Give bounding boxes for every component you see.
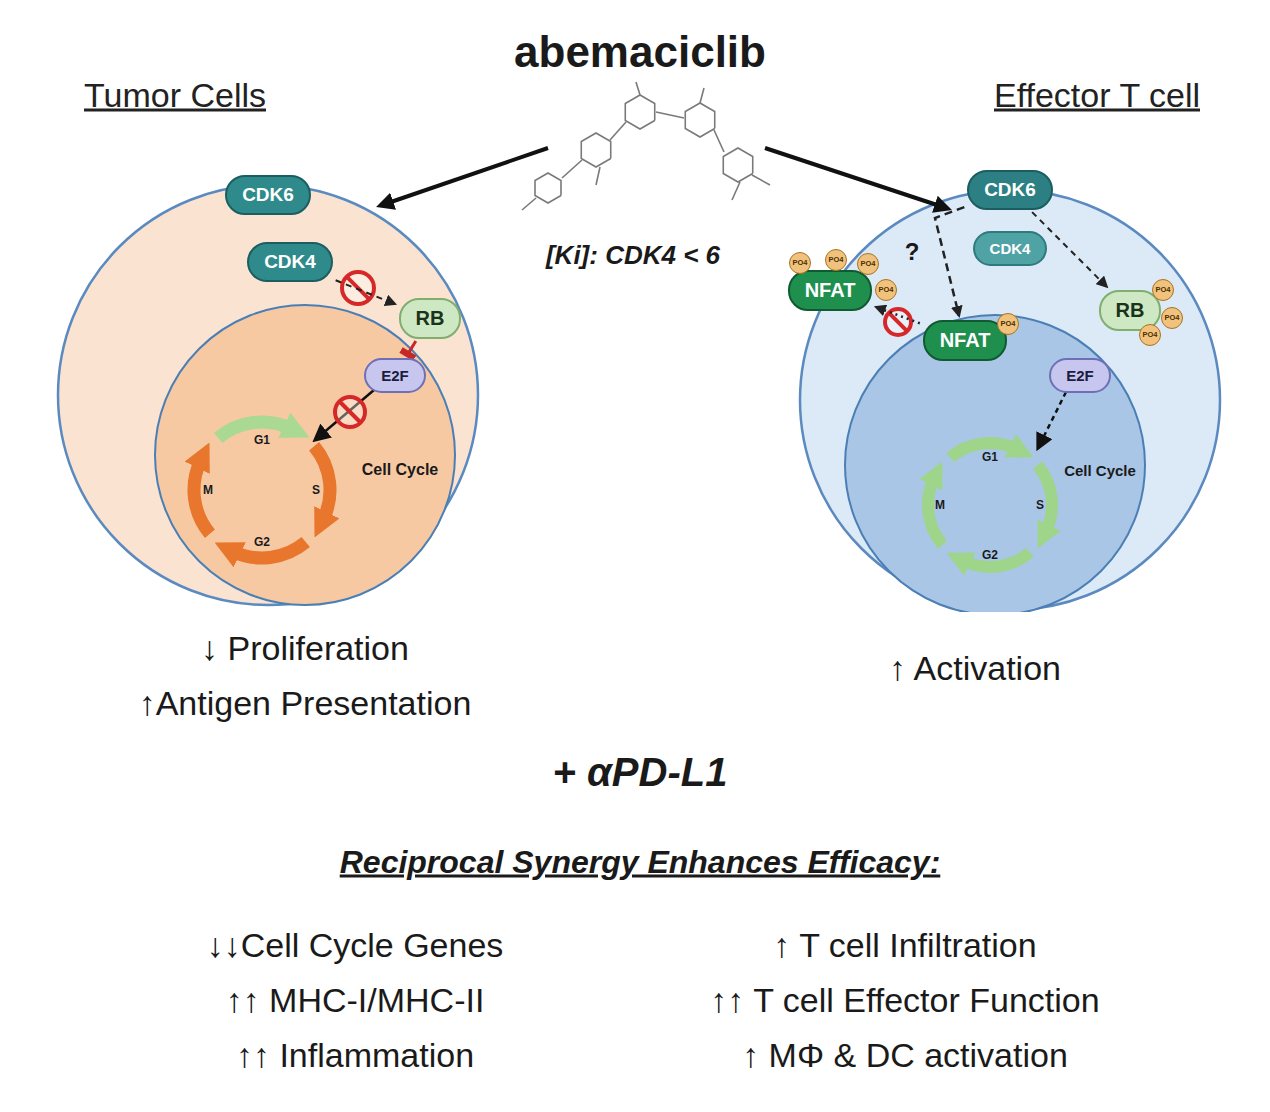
- protein-box: E2F: [364, 358, 426, 393]
- protein-box: E2F: [1049, 358, 1111, 393]
- activation-arrow: [1042, 392, 1066, 440]
- effect-text: ↑↑ MHC-I/MHC-II: [226, 981, 485, 1020]
- protein-name: RB: [416, 307, 445, 330]
- connector: [935, 207, 964, 316]
- chemical-structure: [522, 82, 770, 210]
- effect-text: ↓↓Cell Cycle Genes: [207, 926, 504, 965]
- bond: [636, 82, 640, 95]
- ki-note: [Ki]: CDK4 < 6: [546, 240, 720, 271]
- protein-name: RB: [1116, 299, 1145, 322]
- protein-name: E2F: [1066, 367, 1094, 384]
- effect-text: ↑Antigen Presentation: [139, 684, 472, 723]
- phosphate-tag: PO4: [875, 279, 897, 301]
- phase-label: M: [935, 498, 945, 512]
- connector: [1032, 212, 1107, 287]
- protein-box: RB: [399, 298, 462, 339]
- phosphate-tag: PO4: [825, 249, 847, 271]
- ring: [723, 148, 752, 182]
- phosphate-tag: PO4: [789, 252, 811, 274]
- effect-text: ↓ Proliferation: [201, 629, 409, 668]
- connector: [876, 307, 920, 323]
- protein-name: E2F: [381, 367, 409, 384]
- cycle-label: Cell Cycle: [1064, 462, 1136, 479]
- ring: [581, 133, 610, 167]
- bond: [732, 182, 740, 200]
- phosphate-tag: PO4: [857, 253, 879, 275]
- phosphate-tag: PO4: [1139, 324, 1161, 346]
- protein-name: NFAT: [940, 329, 991, 352]
- phosphate-tag: PO4: [1161, 307, 1183, 329]
- connector: [336, 280, 395, 304]
- phase-label: G2: [982, 548, 998, 562]
- effect-text: ↑ Activation: [889, 649, 1061, 688]
- phase-label: M: [203, 483, 213, 497]
- phase-label: S: [1036, 498, 1044, 512]
- effect-text: ↑ T cell Infiltration: [773, 926, 1036, 965]
- bond: [714, 130, 724, 152]
- cycle-label: Cell Cycle: [362, 461, 438, 479]
- nucleus: [155, 305, 455, 605]
- nucleus: [845, 315, 1145, 612]
- protein-box: CDK6: [225, 175, 311, 215]
- bond: [752, 175, 770, 185]
- bond: [522, 198, 536, 210]
- bond: [596, 167, 600, 185]
- inhibition-sign: [342, 272, 374, 304]
- phase-label: G1: [254, 433, 270, 447]
- bond: [656, 112, 684, 118]
- cell-membrane: [58, 185, 478, 605]
- question-mark: ?: [905, 238, 920, 266]
- cell-body: Effector T cellCDK6CDK4NFATNFATRBE2F: [798, 188, 1222, 612]
- connector: [408, 341, 416, 354]
- protein-box: CDK4: [973, 231, 1048, 266]
- protein-box: NFAT: [923, 320, 1008, 361]
- effect-text: ↑ MΦ & DC activation: [742, 1036, 1068, 1075]
- phosphate-tag: PO4: [997, 313, 1019, 335]
- protein-name: CDK4: [264, 251, 316, 273]
- ring: [535, 173, 561, 203]
- drug-arrow: [765, 148, 940, 206]
- effect-text: ↑↑ T cell Effector Function: [710, 981, 1099, 1020]
- phase-label: S: [312, 483, 320, 497]
- phase-label: G2: [254, 535, 270, 549]
- combo-heading: + αPD-L1: [553, 750, 728, 795]
- protein-name: CDK6: [984, 179, 1036, 201]
- bond: [700, 88, 704, 103]
- protein-box: CDK4: [247, 242, 333, 282]
- drug-arrow: [388, 148, 548, 203]
- protein-name: CDK6: [242, 184, 294, 206]
- activation-arrow: [322, 390, 374, 434]
- drug-title: abemaciclib: [514, 27, 766, 77]
- cell-heading: Tumor Cells: [84, 76, 266, 115]
- protein-name: CDK4: [990, 240, 1031, 257]
- bond: [562, 160, 582, 178]
- cell-heading: Effector T cell: [994, 76, 1200, 115]
- bond: [610, 122, 626, 140]
- synergy-heading: Reciprocal Synergy Enhances Efficacy:: [340, 844, 941, 881]
- phosphate-tag: PO4: [1152, 279, 1174, 301]
- inhibition-sign: [885, 309, 911, 335]
- inhibition-sign: [335, 397, 365, 427]
- effect-text: ↑↑ Inflammation: [236, 1036, 474, 1075]
- ring: [625, 95, 654, 129]
- ring: [685, 103, 714, 137]
- protein-box: CDK6: [967, 170, 1053, 210]
- protein-name: NFAT: [805, 279, 856, 302]
- protein-box: NFAT: [788, 270, 873, 311]
- phase-label: G1: [982, 450, 998, 464]
